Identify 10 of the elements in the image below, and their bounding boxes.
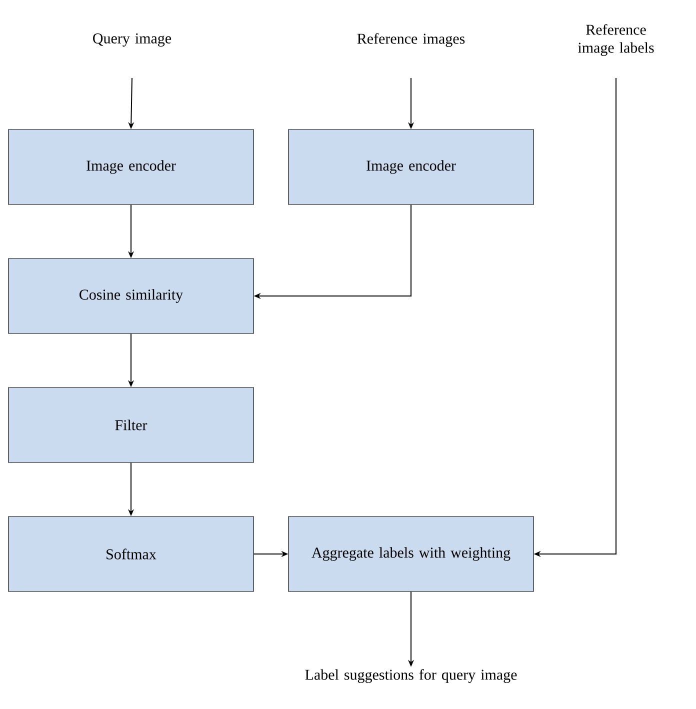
process-box: Aggregate labels with weighting [288, 516, 534, 592]
process-box: Image encoder [8, 129, 254, 205]
process-box: Cosine similarity [8, 258, 254, 334]
output-label: Label suggestions for query image [305, 669, 517, 683]
process-box: Image encoder [288, 129, 534, 205]
input-label: Reference image labels [578, 24, 654, 56]
input-label: Reference images [357, 33, 465, 47]
input-label: Query image [93, 33, 172, 47]
process-box: Softmax [8, 516, 254, 592]
process-box: Filter [8, 387, 254, 463]
